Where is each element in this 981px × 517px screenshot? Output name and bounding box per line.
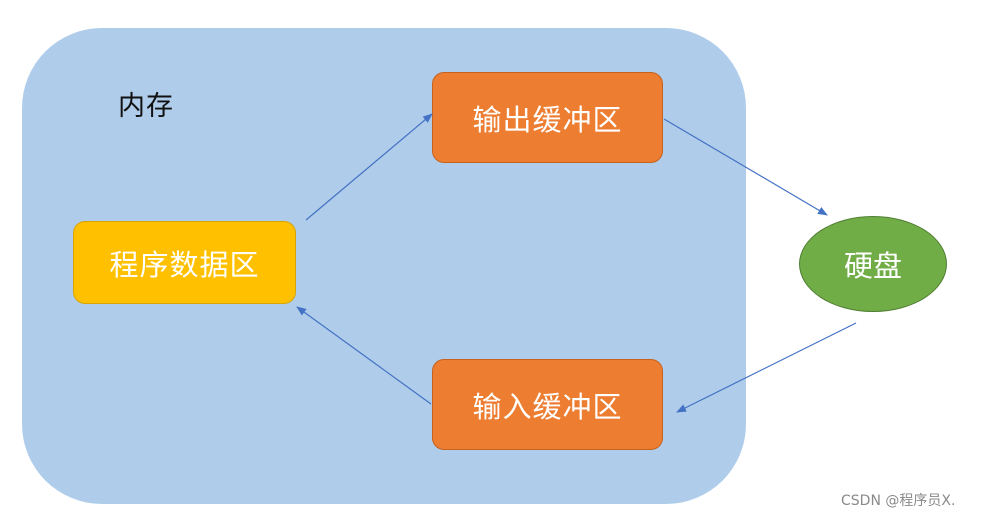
watermark: CSDN @程序员X. bbox=[841, 493, 956, 509]
memory-label: 内存 bbox=[118, 91, 174, 122]
output-buffer-label: 输出缓冲区 bbox=[472, 102, 623, 137]
input-buffer-label: 输入缓冲区 bbox=[472, 389, 623, 424]
input-buffer-node: 输入缓冲区 bbox=[432, 359, 663, 450]
output-buffer-node: 输出缓冲区 bbox=[432, 72, 663, 163]
program-data-node: 程序数据区 bbox=[73, 221, 296, 304]
program-data-label: 程序数据区 bbox=[109, 247, 260, 282]
disk-label: 硬盘 bbox=[843, 249, 902, 283]
disk-node: 硬盘 bbox=[799, 216, 947, 312]
